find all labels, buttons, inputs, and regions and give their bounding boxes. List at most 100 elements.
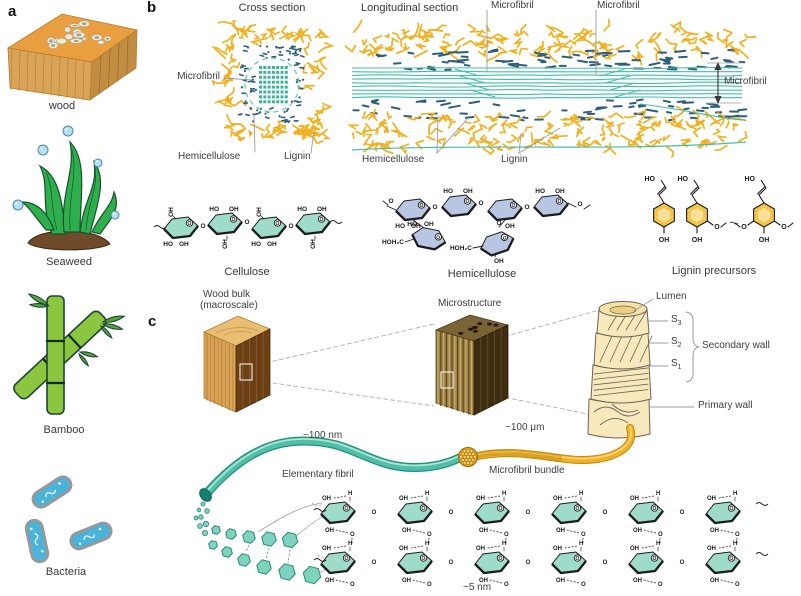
svg-text:H: H bbox=[656, 491, 660, 497]
svg-text:H: H bbox=[425, 541, 429, 547]
svg-text:O: O bbox=[345, 506, 349, 512]
cross-microfibril-label: Microfibril bbox=[177, 71, 220, 82]
svg-text:OH: OH bbox=[659, 237, 670, 244]
cross-lignin-label: Lignin bbox=[284, 151, 311, 162]
svg-text:O: O bbox=[653, 506, 657, 512]
svg-text:OH: OH bbox=[310, 239, 317, 249]
svg-text:O: O bbox=[526, 510, 531, 516]
svg-text:O: O bbox=[244, 219, 249, 226]
svg-text:OH: OH bbox=[710, 528, 719, 534]
elementary-fibril-label: Elementary fibril bbox=[282, 469, 354, 480]
svg-text:O: O bbox=[730, 506, 734, 512]
s1-sub: 1 bbox=[677, 364, 682, 371]
svg-text:O: O bbox=[350, 582, 355, 588]
svg-text:O: O bbox=[422, 556, 426, 562]
s2-layer-label: S2 bbox=[671, 336, 682, 350]
panel-c-letter: c bbox=[148, 313, 157, 330]
svg-text:O: O bbox=[658, 532, 663, 538]
svg-text:H: H bbox=[656, 541, 660, 547]
svg-text:O: O bbox=[478, 200, 483, 207]
svg-text:OH: OH bbox=[505, 223, 515, 230]
svg-text:OH: OH bbox=[633, 578, 642, 584]
svg-text:OH: OH bbox=[402, 578, 411, 584]
s3-base: S bbox=[671, 314, 678, 325]
svg-text:H: H bbox=[348, 541, 352, 547]
svg-text:O: O bbox=[680, 510, 685, 516]
seaweed-label: Seaweed bbox=[46, 256, 92, 268]
svg-text:O: O bbox=[432, 204, 437, 211]
wood-bulk-label-line1: Wood bulk bbox=[203, 289, 251, 300]
svg-text:O: O bbox=[388, 198, 393, 205]
long-microfibril-label-2: Microfibril bbox=[597, 0, 640, 11]
svg-text:OH: OH bbox=[256, 207, 263, 217]
svg-text:OH: OH bbox=[424, 221, 434, 228]
svg-text:O: O bbox=[200, 223, 205, 230]
s3-sub: 3 bbox=[677, 320, 682, 327]
svg-text:HOH₂C: HOH₂C bbox=[450, 245, 472, 252]
svg-text:O: O bbox=[576, 506, 580, 512]
svg-text:O: O bbox=[350, 532, 355, 538]
svg-text:O: O bbox=[276, 221, 280, 227]
svg-text:OH: OH bbox=[317, 206, 327, 213]
long-lignin-label: Lignin bbox=[501, 154, 528, 165]
svg-text:OH: OH bbox=[553, 546, 562, 552]
svg-text:OH: OH bbox=[322, 496, 331, 502]
svg-text:O: O bbox=[658, 582, 663, 588]
svg-text:O: O bbox=[781, 224, 787, 231]
svg-text:H: H bbox=[733, 491, 737, 497]
svg-text:O: O bbox=[466, 199, 470, 205]
svg-text:O: O bbox=[577, 201, 582, 208]
svg-text:OH: OH bbox=[399, 546, 408, 552]
svg-text:O: O bbox=[576, 556, 580, 562]
svg-text:H: H bbox=[733, 541, 737, 547]
longitudinal-section-title: Longitudinal section bbox=[361, 2, 459, 14]
svg-text:O: O bbox=[603, 560, 608, 566]
svg-text:OH: OH bbox=[556, 578, 565, 584]
cross-section-title: Cross section bbox=[238, 2, 306, 14]
svg-text:H: H bbox=[579, 491, 583, 497]
svg-text:HO: HO bbox=[209, 206, 219, 213]
svg-text:OH: OH bbox=[476, 496, 485, 502]
panel-b-letter: b bbox=[147, 0, 157, 16]
long-microfibril-label-1: Microfibril bbox=[491, 0, 534, 11]
svg-text:HO: HO bbox=[745, 176, 756, 183]
wood-bulk-label-line2: (macroscale) bbox=[200, 300, 258, 311]
svg-text:OH: OH bbox=[402, 528, 411, 534]
svg-text:H: H bbox=[502, 491, 506, 497]
lignin-precursors-title: Lignin precursors bbox=[671, 265, 757, 277]
svg-text:O: O bbox=[372, 510, 377, 516]
svg-text:OH: OH bbox=[710, 578, 719, 584]
svg-text:OH: OH bbox=[168, 207, 175, 217]
svg-text:HO: HO bbox=[407, 221, 417, 228]
svg-text:O: O bbox=[449, 560, 454, 566]
svg-text:OH: OH bbox=[759, 237, 770, 244]
microstructure-label: Microstructure bbox=[438, 298, 502, 309]
cross-hemicellulose-label: Hemicellulose bbox=[178, 151, 241, 162]
svg-text:O: O bbox=[499, 506, 503, 512]
svg-text:O: O bbox=[320, 217, 324, 223]
svg-text:OH: OH bbox=[229, 206, 239, 213]
svg-text:OH: OH bbox=[267, 241, 277, 248]
s1-base: S bbox=[671, 358, 678, 369]
s3-layer-label: S3 bbox=[671, 314, 682, 328]
svg-text:OH: OH bbox=[325, 578, 334, 584]
svg-text:H: H bbox=[502, 541, 506, 547]
svg-text:O: O bbox=[653, 556, 657, 562]
svg-text:O: O bbox=[581, 532, 586, 538]
svg-text:OH: OH bbox=[476, 546, 485, 552]
svg-text:O: O bbox=[504, 582, 509, 588]
svg-text:H: H bbox=[425, 491, 429, 497]
svg-text:OH: OH bbox=[399, 496, 408, 502]
svg-text:OH: OH bbox=[222, 239, 229, 249]
svg-text:O: O bbox=[735, 532, 740, 538]
microfibril-bundle-label: Microfibril bundle bbox=[489, 465, 565, 476]
bacteria-label: Bacteria bbox=[45, 566, 87, 578]
svg-text:OH: OH bbox=[179, 241, 189, 248]
cellulose-title: Cellulose bbox=[224, 266, 270, 278]
svg-text:HO: HO bbox=[251, 241, 261, 248]
svg-text:O: O bbox=[496, 220, 501, 227]
sheet-scale-label: ~5 nm bbox=[463, 582, 492, 593]
svg-text:O: O bbox=[288, 223, 293, 230]
svg-text:HO: HO bbox=[535, 188, 545, 195]
